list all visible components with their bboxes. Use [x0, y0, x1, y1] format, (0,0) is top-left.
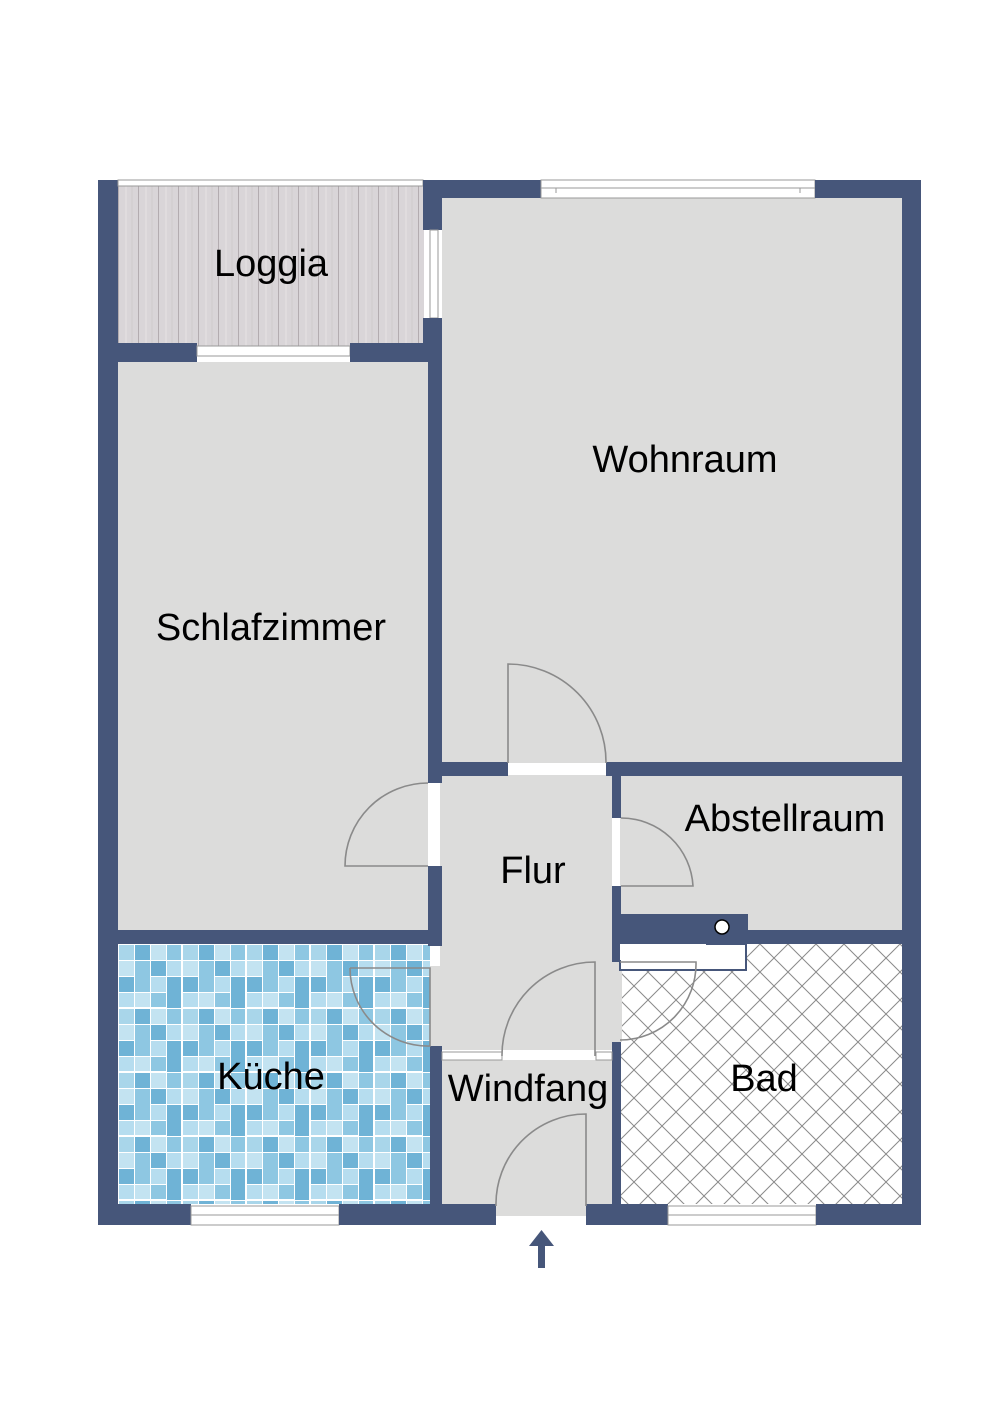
wohnraum-floor [442, 198, 902, 763]
door-schlafzimmer[interactable] [344, 782, 429, 867]
room-label-wohnraum: Wohnraum [592, 439, 777, 481]
walls [98, 179, 921, 1226]
loggia-floor [118, 186, 424, 346]
arrow-up-icon [529, 1230, 554, 1268]
kueche-floor [118, 944, 430, 1204]
room-label-kueche: Küche [217, 1056, 325, 1098]
room-label-schlafzimmer: Schlafzimmer [156, 607, 386, 649]
abstellraum-floor [620, 775, 902, 935]
door-entrance[interactable] [495, 1113, 587, 1207]
schlafzimmer-floor [118, 362, 428, 930]
door-wohnraum[interactable] [507, 663, 607, 764]
windfang-floor [440, 1060, 612, 1216]
bath-door-floor [612, 962, 622, 1042]
room-label-abstellraum: Abstellraum [685, 798, 886, 840]
door-windfang[interactable] [501, 961, 596, 1057]
doors [344, 663, 697, 1207]
bad-floor [620, 944, 902, 1204]
door-bad[interactable] [619, 961, 697, 1041]
kitchen-door-floor [430, 966, 442, 1046]
flur-floor [440, 775, 612, 1050]
door-abstellraum[interactable] [620, 817, 694, 887]
room-label-flur: Flur [500, 850, 566, 892]
room-label-bad: Bad [730, 1058, 798, 1100]
shaft-icon [714, 919, 730, 935]
room-label-loggia: Loggia [214, 243, 329, 285]
entrance-floor [496, 1204, 586, 1216]
door-kueche[interactable] [349, 967, 431, 1047]
room-label-windfang: Windfang [448, 1068, 609, 1110]
